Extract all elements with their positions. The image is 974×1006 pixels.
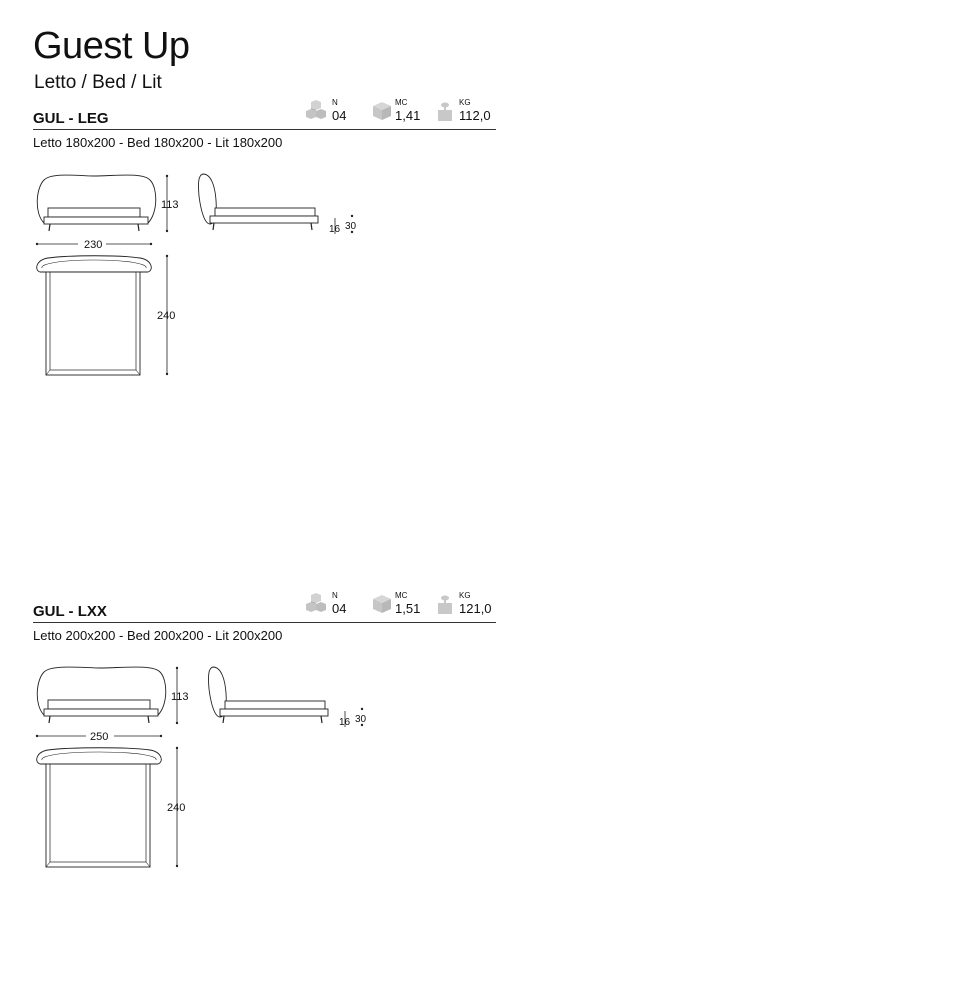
cube-icon <box>373 595 391 613</box>
side-view-drawing-lxx: 16 30 <box>208 666 367 728</box>
packages-value: 04 <box>332 108 347 123</box>
product-code: GUL - LEG <box>33 110 109 127</box>
dim-frame-height: 16 <box>339 717 351 728</box>
weight-label: KG <box>459 591 471 600</box>
page-subtitle: Letto / Bed / Lit <box>34 72 162 93</box>
packages-label: N <box>332 591 338 600</box>
dim-base-height: 30 <box>345 221 357 232</box>
volume-label: MC <box>395 591 408 600</box>
dim-width: 230 <box>84 239 102 251</box>
spec-packages: N 04 <box>305 591 355 619</box>
spec-packages: N 04 <box>305 98 355 126</box>
divider <box>33 129 496 130</box>
volume-value: 1,41 <box>395 108 421 123</box>
spec-volume: MC 1,41 <box>371 98 421 126</box>
dim-height: 113 <box>171 691 189 703</box>
page-title: Guest Up <box>33 25 190 67</box>
packages-label: N <box>332 98 338 107</box>
weight-icon <box>438 595 452 614</box>
product-section-lxx: GUL - LXX N 04 MC 1,51 KG 121,0 Letto 20… <box>33 589 496 889</box>
weight-value: 112,0 <box>459 108 491 123</box>
product-description: Letto 180x200 - Bed 180x200 - Lit 180x20… <box>33 135 283 150</box>
packages-value: 04 <box>332 601 347 616</box>
volume-label: MC <box>395 98 408 107</box>
dim-length: 240 <box>167 802 185 814</box>
volume-value: 1,51 <box>395 601 421 616</box>
top-view-drawing-leg: 240 <box>36 254 175 376</box>
divider <box>33 622 496 623</box>
dim-length: 240 <box>157 310 175 322</box>
front-view-drawing-leg: 113 230 <box>35 174 179 251</box>
weight-icon <box>438 102 452 121</box>
product-description: Letto 200x200 - Bed 200x200 - Lit 200x20… <box>33 628 283 643</box>
product-code: GUL - LXX <box>33 603 107 620</box>
boxes-icon <box>306 593 326 612</box>
dim-width: 250 <box>90 731 108 743</box>
dim-base-height: 30 <box>355 714 367 725</box>
spec-weight: KG 121,0 <box>436 591 496 619</box>
top-view-drawing-lxx: 240 <box>36 746 185 868</box>
weight-label: KG <box>459 98 471 107</box>
boxes-icon <box>306 100 326 119</box>
side-view-drawing-leg: 16 30 <box>198 173 357 235</box>
weight-value: 121,0 <box>459 601 492 616</box>
dim-height: 113 <box>161 199 179 211</box>
cube-icon <box>373 102 391 120</box>
spec-volume: MC 1,51 <box>371 591 421 619</box>
dim-frame-height: 16 <box>329 224 341 235</box>
product-section-leg: GUL - LEG N 04 MC 1,41 KG 112,0 Letto 18… <box>33 96 496 396</box>
spec-weight: KG 112,0 <box>436 98 496 126</box>
front-view-drawing-lxx: 113 250 <box>35 666 189 743</box>
